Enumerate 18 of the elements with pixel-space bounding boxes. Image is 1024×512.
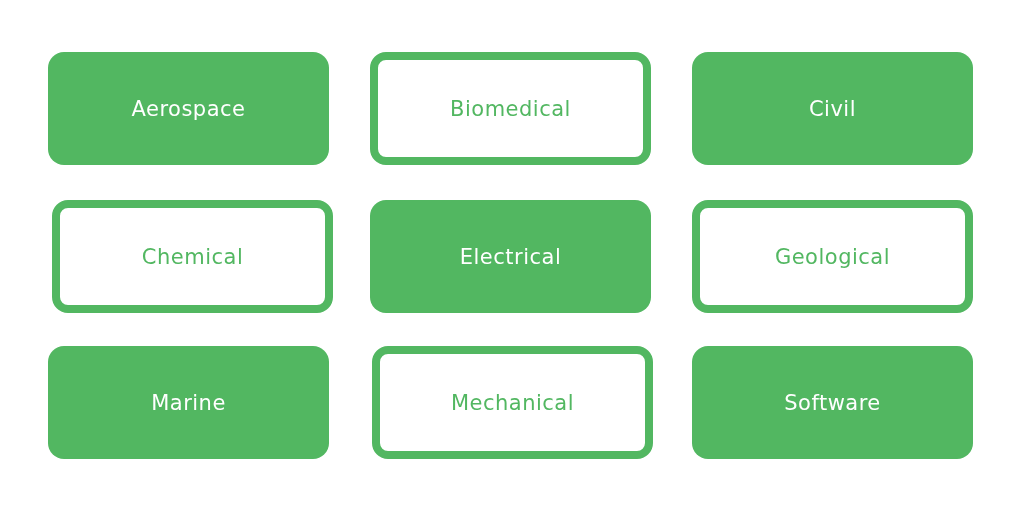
box-label: Electrical [459, 244, 562, 269]
filled-box [370, 200, 651, 313]
box-label: Mechanical [450, 390, 575, 415]
filled-box [692, 52, 973, 165]
box-label: Civil [808, 96, 857, 121]
outlined-box [692, 200, 973, 313]
outlined-box [372, 346, 653, 459]
box-label: Software [784, 390, 881, 415]
filled-box [48, 52, 329, 165]
box-label: Biomedical [450, 96, 571, 121]
outlined-box [370, 52, 651, 165]
box-label: Aerospace [131, 96, 246, 121]
filled-box [692, 346, 973, 459]
filled-box [48, 346, 329, 459]
box-label: Marine [151, 390, 226, 415]
box-label: Geological [774, 244, 891, 269]
outlined-box [52, 200, 333, 313]
box-label: Chemical [141, 244, 244, 269]
